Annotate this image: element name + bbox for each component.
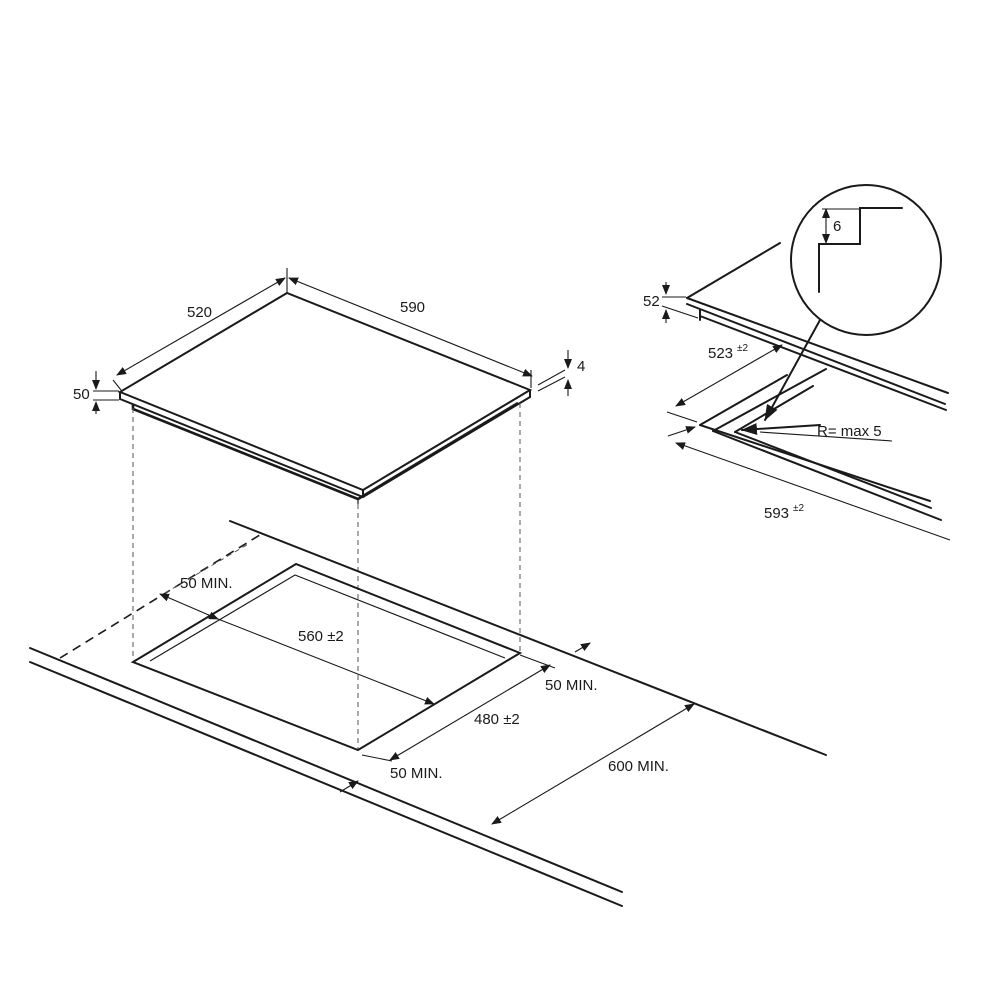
front-clearance-label: 50 MIN. — [390, 765, 443, 782]
cutout-dimensions — [159, 542, 695, 825]
flush-height-label: 52 — [643, 293, 660, 310]
flush-width-tolerance: ±2 — [793, 503, 804, 514]
flush-depth-label: 523 — [708, 345, 733, 362]
cutout-width-label: 560 ±2 — [298, 628, 344, 645]
hob-width-label: 590 — [400, 299, 425, 316]
side-clearance-label: 50 MIN. — [545, 677, 598, 694]
hob-dimensions — [92, 268, 572, 414]
rear-clearance-label: 50 MIN. — [180, 575, 233, 592]
cutout-depth-label: 480 ±2 — [474, 711, 520, 728]
hob-depth-label: 520 — [187, 304, 212, 321]
worktop-depth-label: 600 MIN. — [608, 758, 669, 775]
hob — [117, 291, 533, 504]
flush-dimensions — [661, 282, 951, 541]
worktop — [29, 520, 827, 907]
hob-glass-label: 4 — [577, 358, 585, 375]
detail-magnifier — [790, 184, 942, 336]
flush-depth-tolerance: ±2 — [737, 343, 748, 354]
cutout — [130, 562, 523, 752]
step-height-label: 6 — [833, 218, 841, 235]
flush-width-label: 593 — [764, 505, 789, 522]
projection-lines — [132, 403, 521, 750]
radius-label: R= max 5 — [817, 423, 882, 440]
hob-height-label: 50 — [73, 386, 90, 403]
